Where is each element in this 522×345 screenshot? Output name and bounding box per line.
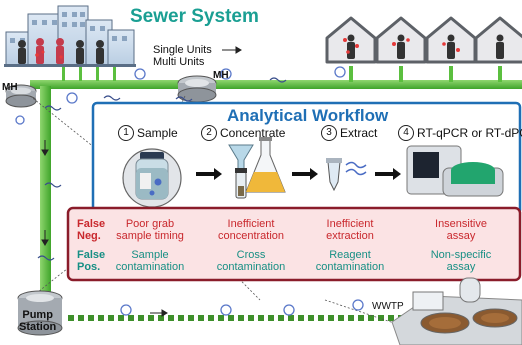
- manhole-label: MH: [213, 70, 229, 81]
- false-neg-label: False Neg.: [77, 218, 105, 242]
- cause-line: contamination: [315, 261, 385, 273]
- step-label: Concentrate: [220, 126, 286, 140]
- false-pos-cause: Sample contamination: [116, 249, 185, 273]
- flow-arrow: [222, 46, 242, 54]
- cause-line: Inefficient: [326, 218, 374, 230]
- false-pos-label-line1: False: [77, 249, 106, 261]
- step-sample: 1 Sample: [118, 125, 178, 141]
- sample-bottle-icon: [122, 148, 182, 208]
- single-units-label: Single Units: [153, 44, 212, 56]
- step-extract: 3 Extract: [321, 125, 377, 141]
- cause-line: extraction: [326, 230, 374, 242]
- building-laterals: [62, 65, 116, 81]
- sewer-pipe-top: [30, 80, 522, 89]
- false-neg-cause: Inefficient concentration: [218, 218, 284, 242]
- unit-types: Single Units Multi Units: [153, 44, 212, 68]
- cause-line: Non-specific: [430, 249, 492, 261]
- centrifuge-tube-icon: [235, 168, 247, 199]
- cause-line: assay: [446, 261, 476, 273]
- step-label: Extract: [340, 126, 378, 140]
- step-label: RT-qPCR or RT-dPCR: [417, 126, 522, 140]
- false-neg-cause: Poor grab sample timing: [116, 218, 184, 242]
- error-box: [66, 206, 522, 282]
- pump-station-label: Pump Station: [19, 309, 56, 333]
- cause-line: contamination: [115, 261, 185, 273]
- false-neg-label-line1: False: [77, 218, 106, 230]
- sewer-pipe-left: [40, 86, 51, 296]
- wwtp-label: WWTP: [372, 301, 404, 312]
- cause-line: sample timing: [116, 230, 184, 242]
- cause-line: contamination: [216, 261, 286, 273]
- false-pos-cause: Non-specific assay: [431, 249, 492, 273]
- false-neg-label-line2: Neg.: [77, 230, 101, 242]
- multi-units-label: Multi Units: [153, 56, 205, 68]
- step-concentrate: 2 Concentrate: [201, 125, 285, 141]
- cause-line: Insensitive: [435, 218, 487, 230]
- step-number: 3: [321, 125, 337, 141]
- virus-icon: [15, 66, 364, 316]
- workflow-arrows: [196, 168, 401, 180]
- step-label: Sample: [137, 126, 178, 140]
- cause-line: Cross: [236, 249, 266, 261]
- manhole-icon: [5, 84, 37, 108]
- cause-line: Poor grab: [125, 218, 175, 230]
- cause-line: Sample: [131, 249, 169, 261]
- step-number: 4: [398, 125, 414, 141]
- manhole-label: MH: [2, 82, 18, 93]
- step-number: 1: [118, 125, 134, 141]
- flow-arrows: [41, 140, 168, 317]
- house-icon: [325, 16, 522, 64]
- false-pos-label: False Pos.: [77, 249, 105, 273]
- step-pcr: 4 RT-qPCR or RT-dPCR: [398, 125, 522, 141]
- treatment-plant-icon: [391, 277, 522, 345]
- false-neg-cause: Insensitive assay: [435, 218, 487, 242]
- step-number: 2: [201, 125, 217, 141]
- false-pos-cause: Reagent contamination: [316, 249, 385, 273]
- false-pos-label-line2: Pos.: [77, 261, 101, 273]
- pump-station-line1: Pump: [22, 309, 53, 321]
- cause-line: Reagent: [329, 249, 371, 261]
- pump-station-line2: Station: [19, 321, 57, 333]
- pcr-instrument-icon: [406, 145, 504, 197]
- city-building-icon: [4, 5, 136, 67]
- microtube-icon: [326, 158, 367, 192]
- pump-station-icon: [17, 290, 63, 336]
- workflow-title: Analytical Workflow: [227, 106, 389, 125]
- false-neg-cause: Inefficient extraction: [326, 218, 374, 242]
- manhole-icon: [177, 75, 217, 103]
- cause-line: Inefficient: [227, 218, 275, 230]
- infected-person-icon: [18, 38, 104, 64]
- cause-line: assay: [446, 230, 476, 242]
- house-laterals: [349, 66, 502, 82]
- false-pos-cause: Cross contamination: [217, 249, 286, 273]
- cause-line: concentration: [217, 230, 285, 242]
- diagram-title: Sewer System: [130, 6, 259, 27]
- virus-strand: [37, 77, 287, 261]
- erlenmeyer-flask-icon: [245, 137, 286, 193]
